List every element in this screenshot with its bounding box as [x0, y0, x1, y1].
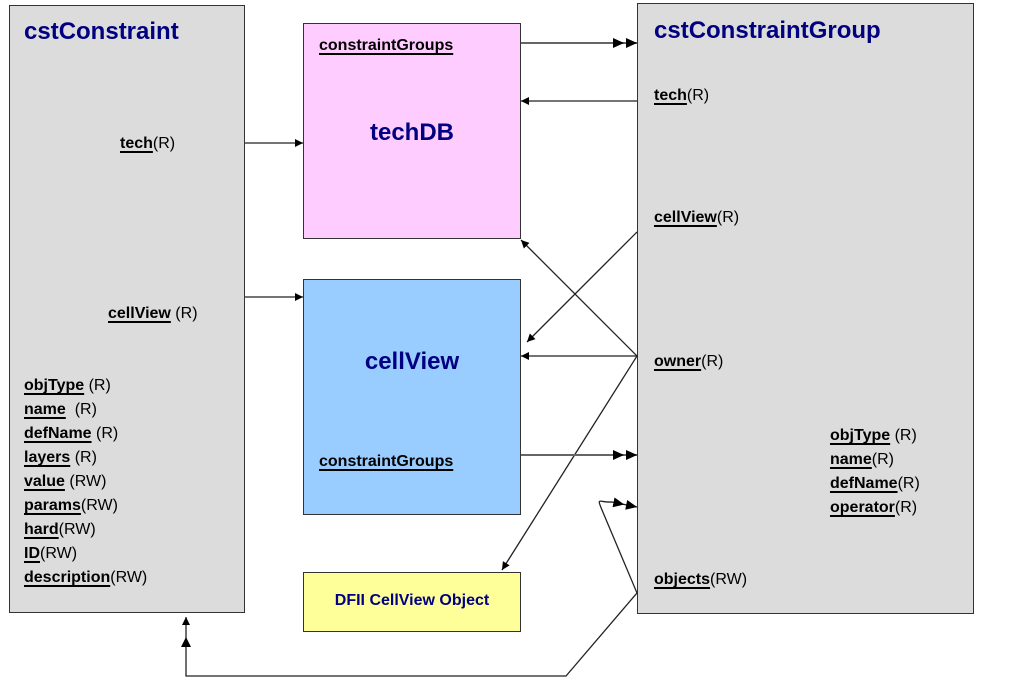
cellview-box: cellView constraintGroups [303, 279, 521, 515]
cst-constraint-attr-tech: tech(R) [120, 135, 176, 152]
attribute-row: layers (R) [24, 446, 147, 470]
attribute-name: name [24, 401, 66, 418]
attribute-row: operator(R) [830, 496, 920, 520]
arrow-head-constraint-second [181, 637, 191, 647]
attribute-mode: (R) [70, 449, 97, 466]
techdb-constraint-groups: constraintGroups [319, 37, 454, 54]
attribute-name: operator [830, 499, 895, 516]
arrow-group-owner-to-dfii [501, 355, 638, 571]
attribute-name: value [24, 473, 65, 490]
attribute-name: hard [24, 521, 59, 538]
cst-constraint-attribute-list: objType (R)name (R)defName (R)layers (R)… [24, 374, 147, 590]
techdb-title: techDB [369, 119, 454, 146]
cst-group-attr-owner: owner(R) [654, 353, 724, 370]
arrow-group-objects-self-loop [598, 497, 638, 594]
attribute-row: defName (R) [24, 422, 147, 446]
attribute-mode: (RW) [40, 545, 78, 562]
attribute-row: objType (R) [24, 374, 147, 398]
attribute-mode: (R) [871, 451, 895, 468]
dfii-cellview-object-box: DFII CellView Object [303, 572, 521, 632]
attribute-name: layers [24, 449, 71, 466]
cst-constraint-box: cstConstraint tech(R) cellView (R) objTy… [9, 5, 245, 613]
cst-constraint-group-box: cstConstraintGroup tech(R) cellView(R) o… [637, 3, 974, 614]
attribute-name: defName [24, 425, 92, 442]
attribute-mode: (R) [897, 475, 920, 492]
attribute-mode: (R) [91, 425, 119, 442]
attribute-mode: (R) [65, 401, 97, 418]
attribute-mode: (RW) [64, 473, 107, 490]
attribute-row: name (R) [24, 398, 147, 422]
attribute-name: defName [830, 475, 898, 492]
attribute-mode: (RW) [110, 569, 148, 586]
attribute-mode: (R) [84, 377, 111, 394]
cst-group-attr-tech: tech(R) [654, 87, 710, 104]
cst-constraint-attr-cellview: cellView (R) [108, 305, 198, 322]
attribute-mode: (R) [894, 499, 918, 516]
cst-group-attr-objects: objects(RW) [654, 571, 748, 588]
cellview-title: cellView [364, 348, 460, 375]
cst-constraint-title: cstConstraint [24, 18, 179, 45]
cellview-constraint-groups: constraintGroups [319, 453, 454, 470]
attribute-name: params [24, 497, 81, 514]
attribute-mode: (RW) [80, 497, 118, 514]
cst-group-attribute-list: objType (R)name(R)defName(R)operator(R) [830, 424, 920, 520]
cst-group-attr-cellview: cellView(R) [654, 209, 740, 226]
attribute-row: description(RW) [24, 566, 147, 590]
attribute-row: hard(RW) [24, 518, 147, 542]
attribute-name: description [24, 569, 111, 586]
attribute-mode: (R) [890, 427, 917, 444]
attribute-name: objType [830, 427, 891, 444]
attribute-row: objType (R) [830, 424, 920, 448]
attribute-row: value (RW) [24, 470, 147, 494]
attribute-row: name(R) [830, 448, 920, 472]
arrow-group-objects-to-constraint [182, 592, 638, 677]
attribute-mode: (RW) [58, 521, 96, 538]
dfii-title: DFII CellView Object [334, 592, 490, 609]
cst-constraint-group-title: cstConstraintGroup [654, 17, 881, 44]
attribute-row: params(RW) [24, 494, 147, 518]
attribute-name: ID [24, 545, 40, 562]
arrow-group-owner-to-techdb [520, 239, 638, 357]
attribute-name: name [830, 451, 872, 468]
techdb-box: constraintGroups techDB [303, 23, 521, 239]
attribute-row: ID(RW) [24, 542, 147, 566]
attribute-name: objType [24, 377, 85, 394]
attribute-row: defName(R) [830, 472, 920, 496]
arrow-group-cellview-to-cellview [526, 231, 638, 343]
